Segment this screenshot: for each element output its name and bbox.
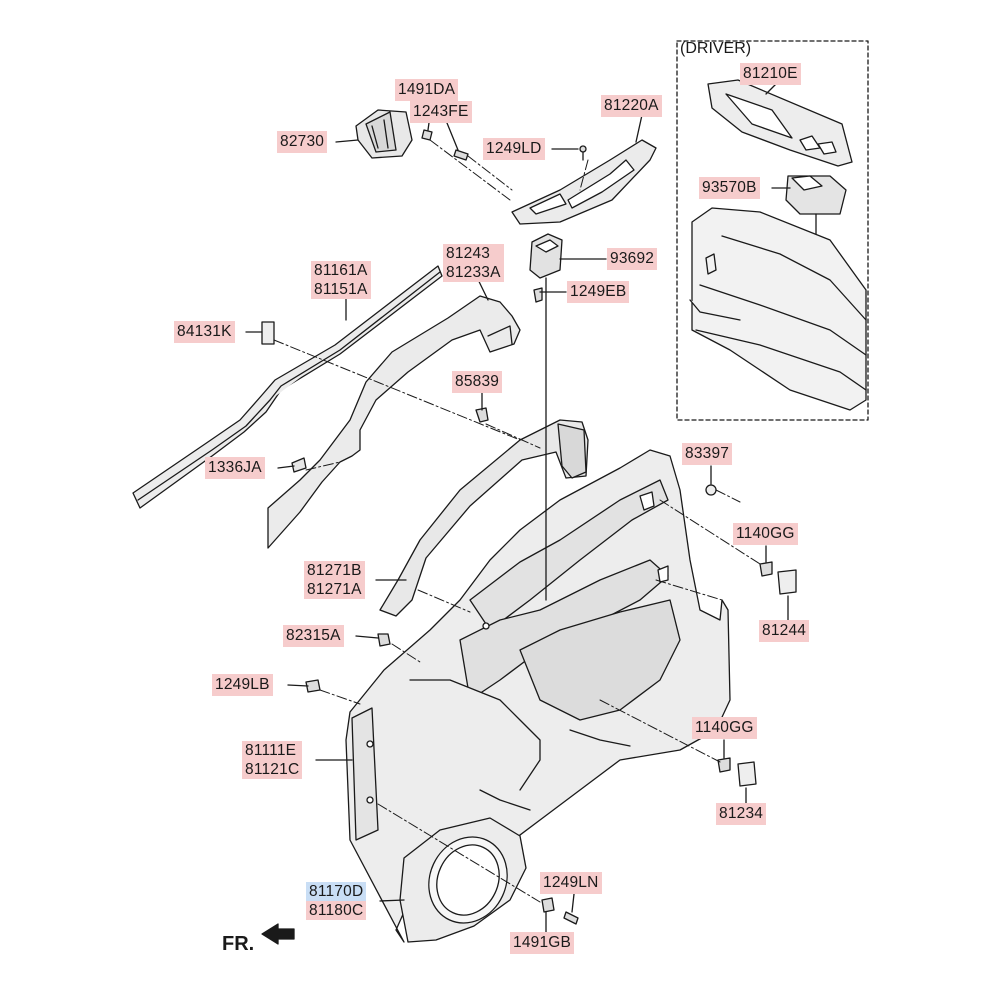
cap-83397: [705, 484, 717, 496]
power-window-switch: [529, 233, 563, 279]
label-81233a[interactable]: 81233A: [446, 264, 501, 281]
label-81161a-81151a[interactable]: 81161A 81151A: [311, 261, 371, 299]
label-81210e[interactable]: 81210E: [740, 63, 801, 85]
label-1140gg-upper[interactable]: 1140GG: [733, 523, 798, 545]
label-81180c[interactable]: 81180C: [306, 901, 367, 920]
speaker-grille: [399, 817, 527, 943]
screw-1249eb: [533, 287, 543, 303]
label-83397[interactable]: 83397: [682, 443, 733, 465]
bolt-82315a: [377, 633, 391, 647]
assembly-lines: [273, 139, 761, 903]
label-81220a[interactable]: 81220A: [601, 95, 662, 117]
label-81243-81233a[interactable]: 81243 81233A: [443, 244, 504, 282]
clip-1336ja: [291, 457, 307, 473]
pad-84131k: [261, 321, 275, 345]
label-93570b[interactable]: 93570B: [699, 177, 760, 199]
label-81121c[interactable]: 81121C: [245, 761, 300, 778]
label-81271b[interactable]: 81271B: [307, 562, 362, 579]
label-1491da[interactable]: 1491DA: [395, 79, 459, 101]
screw-1249ld: [579, 145, 587, 153]
label-84131k[interactable]: 84131K: [174, 321, 235, 343]
label-81271a[interactable]: 81271A: [307, 581, 362, 598]
label-1491gb[interactable]: 1491GB: [510, 932, 575, 954]
label-81271b-81271a[interactable]: 81271B 81271A: [304, 561, 365, 599]
label-1249ld[interactable]: 1249LD: [483, 138, 545, 160]
inset-title: (DRIVER): [680, 40, 752, 57]
inside-handle-bracket: [379, 419, 589, 617]
screw-1140gg-upper: [759, 561, 773, 577]
driver-inset-frame: [676, 40, 869, 421]
label-81243[interactable]: 81243: [446, 245, 491, 262]
upper-trim-panel: [267, 295, 521, 549]
label-81151a[interactable]: 81151A: [314, 281, 368, 298]
weatherstrip: [132, 265, 443, 509]
label-82315a[interactable]: 82315A: [283, 625, 344, 647]
screw-1243fe: [453, 149, 469, 161]
switch-bezel: [511, 139, 657, 225]
screw-1140gg-lower: [717, 757, 731, 773]
door-trim-panel: [345, 449, 731, 943]
label-85839[interactable]: 85839: [452, 371, 503, 393]
label-81170d[interactable]: 81170D: [306, 882, 367, 901]
screw-85839: [475, 407, 489, 423]
bolt-1491gb: [541, 897, 555, 913]
label-81161a[interactable]: 81161A: [314, 262, 368, 279]
label-1249eb[interactable]: 1249EB: [567, 281, 630, 303]
mirror-bracket: [355, 109, 413, 159]
inset-door-trim: [689, 207, 867, 411]
label-1249ln[interactable]: 1249LN: [540, 872, 602, 894]
front-marker: FR.: [222, 933, 255, 955]
screw-1249ln: [563, 911, 579, 925]
label-1243fe[interactable]: 1243FE: [410, 101, 472, 123]
label-81244[interactable]: 81244: [759, 620, 810, 642]
cap-81234: [737, 761, 757, 787]
screw-1491da: [421, 129, 433, 141]
label-82730[interactable]: 82730: [277, 131, 328, 153]
label-1140gg-lower[interactable]: 1140GG: [692, 717, 757, 739]
label-81111e-81121c[interactable]: 81111E 81121C: [242, 741, 303, 779]
label-81234[interactable]: 81234: [716, 803, 767, 825]
label-81111e[interactable]: 81111E: [245, 742, 297, 759]
label-1336ja[interactable]: 1336JA: [205, 457, 265, 479]
label-93692[interactable]: 93692: [607, 248, 658, 270]
front-arrow-icon: [261, 923, 295, 945]
inset-window-switch: [785, 175, 847, 371]
cap-81244: [777, 569, 797, 595]
label-81170d-81180c[interactable]: 81170D 81180C: [306, 882, 367, 920]
label-1249lb[interactable]: 1249LB: [212, 674, 273, 696]
inset-switch-bezel: [707, 79, 853, 167]
